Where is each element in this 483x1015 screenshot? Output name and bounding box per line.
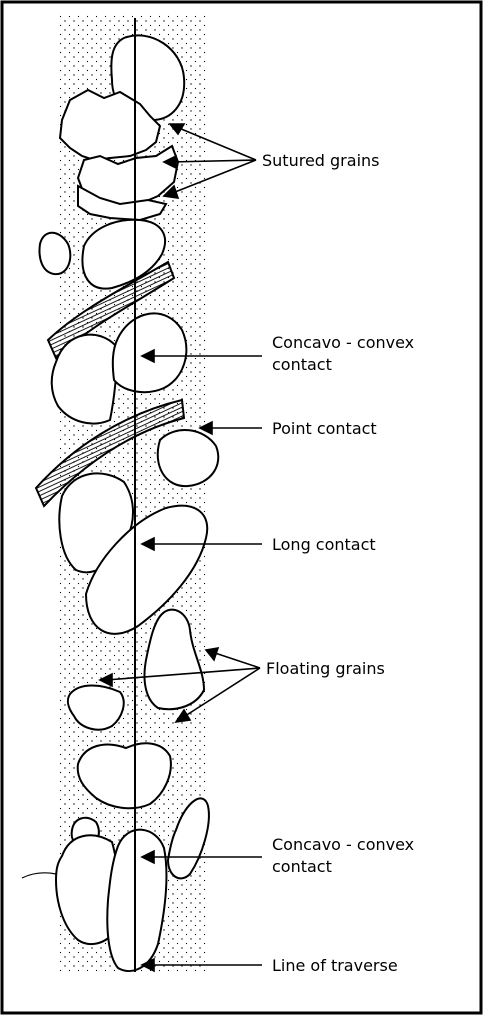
label-long-contact: Long contact xyxy=(272,535,376,554)
label-concavo-convex-1-line2: contact xyxy=(272,355,332,374)
label-concavo-convex-2-line2: contact xyxy=(272,857,332,876)
label-point-contact: Point contact xyxy=(272,419,377,438)
stray-mark xyxy=(22,873,56,878)
label-concavo-convex-1-line1: Concavo - convex xyxy=(272,333,414,352)
label-concavo-convex-2-line1: Concavo - convex xyxy=(272,835,414,854)
grain-small-left xyxy=(40,233,71,274)
label-line-of-traverse: Line of traverse xyxy=(272,956,398,975)
point-contact-grain xyxy=(158,430,219,486)
label-sutured-grains: Sutured grains xyxy=(262,151,379,170)
label-floating-grains: Floating grains xyxy=(266,659,385,678)
